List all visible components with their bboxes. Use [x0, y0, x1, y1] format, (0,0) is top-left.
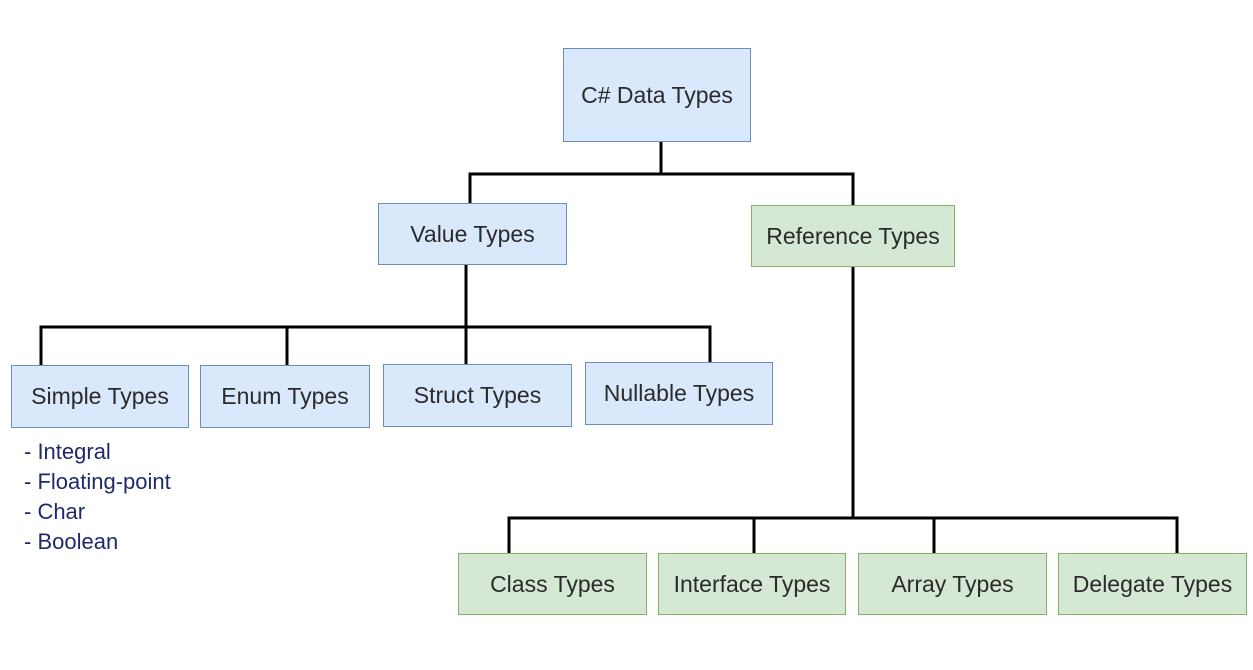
- node-label: Class Types: [490, 570, 615, 597]
- node-enum-types: Enum Types: [200, 365, 370, 428]
- node-label: Delegate Types: [1072, 570, 1233, 597]
- node-label: Value Types: [410, 220, 535, 247]
- node-label: Array Types: [891, 570, 1014, 597]
- node-label: Struct Types: [413, 382, 542, 408]
- list-item: - Char: [24, 499, 86, 524]
- node-label: Reference Types: [766, 222, 940, 249]
- node-simple-types: Simple Types: [11, 365, 189, 428]
- simple-types-list: - Integral - Floating-point - Char - Boo…: [24, 437, 171, 557]
- node-delegate-types: Delegate Types: [1058, 553, 1247, 615]
- node-class-types: Class Types: [458, 553, 647, 615]
- node-struct-types: Struct Types: [383, 364, 572, 427]
- node-value-types: Value Types: [378, 203, 567, 265]
- node-csharp-data-types: C# Data Types: [563, 48, 751, 142]
- node-label: Simple Types: [31, 383, 169, 409]
- node-label: Nullable Types: [603, 380, 755, 406]
- node-nullable-types: Nullable Types: [585, 362, 773, 425]
- list-item: - Boolean: [24, 529, 119, 554]
- node-label: C# Data Types: [581, 81, 733, 108]
- list-item: - Floating-point: [24, 469, 171, 494]
- node-array-types: Array Types: [858, 553, 1047, 615]
- node-label: Enum Types: [221, 383, 349, 409]
- node-label: Interface Types: [673, 570, 831, 597]
- list-item: - Integral: [24, 439, 111, 464]
- node-interface-types: Interface Types: [658, 553, 846, 615]
- node-reference-types: Reference Types: [751, 205, 955, 267]
